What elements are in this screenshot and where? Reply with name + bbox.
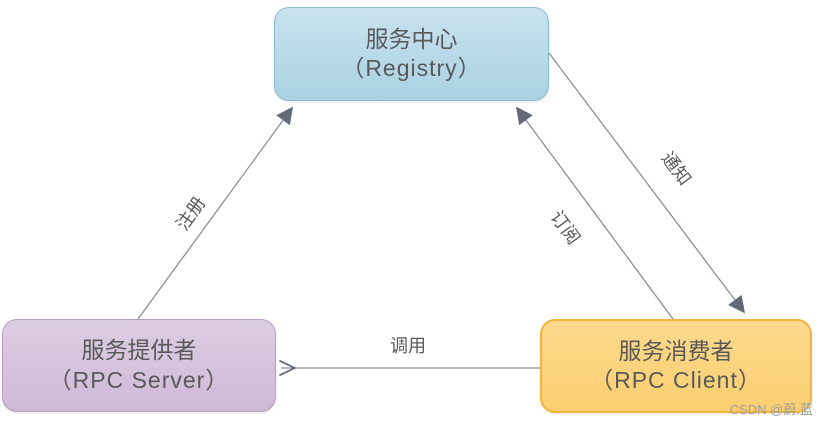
node-registry-title: 服务中心 xyxy=(365,25,458,52)
node-rpc-server-title: 服务提供者 xyxy=(81,337,197,364)
edge-register-arrow xyxy=(137,106,293,320)
edge-label-register: 注册 xyxy=(172,193,210,235)
node-registry: 服务中心 （Registry） xyxy=(274,7,549,101)
node-registry-subtitle: （Registry） xyxy=(341,55,482,81)
node-rpc-client: 服务消费者 （RPC Client） xyxy=(540,319,812,413)
node-rpc-server-subtitle: （RPC Server） xyxy=(48,366,230,393)
edge-subscribe-arrow xyxy=(515,106,674,320)
edge-label-subscribe: 订阅 xyxy=(546,207,584,249)
node-rpc-client-subtitle: （RPC Client） xyxy=(590,367,762,393)
watermark: CSDN @蔚.蓝 xyxy=(729,402,813,417)
edge-notify-arrow xyxy=(548,52,746,314)
node-rpc-server: 服务提供者 （RPC Server） xyxy=(2,319,276,412)
edge-label-notify: 通知 xyxy=(657,148,696,189)
node-rpc-client-title: 服务消费者 xyxy=(618,337,734,364)
edge-label-invoke: 调用 xyxy=(390,336,426,356)
